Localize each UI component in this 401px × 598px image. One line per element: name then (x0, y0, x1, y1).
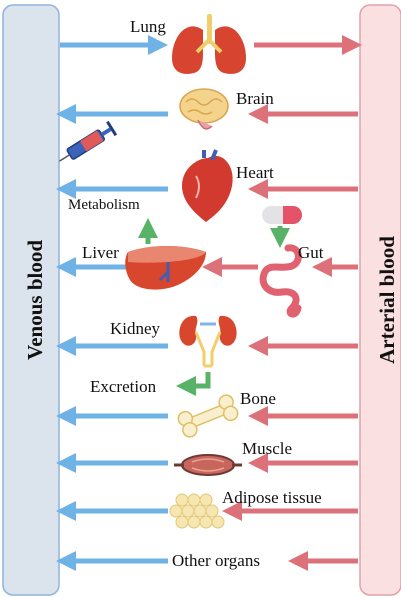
excretion-label: Excretion (90, 378, 156, 395)
kidney-label: Kidney (110, 320, 160, 337)
gut-label: Gut (298, 244, 324, 261)
metabolism-label: Metabolism (68, 198, 140, 213)
bone-icon (176, 393, 240, 439)
adipose-icon (170, 494, 224, 528)
arterial-blood-label: Arterial blood (375, 236, 399, 364)
adipose-label: Adipose tissue (222, 489, 322, 506)
heart-icon (182, 150, 233, 222)
venous-blood-label: Venous blood (23, 240, 47, 360)
muscle-icon (174, 455, 242, 475)
pill-icon (262, 206, 302, 224)
arrow-kidney-to-excretion (186, 372, 208, 386)
kidney-icon (179, 316, 236, 366)
gut-icon (263, 248, 298, 314)
lung-icon (172, 14, 246, 74)
other-organs-label: Other organs (172, 552, 260, 569)
liver-label: Liver (82, 244, 119, 261)
venous-arrows (60, 45, 168, 561)
heart-label: Heart (236, 164, 274, 181)
brain-icon (180, 89, 228, 129)
muscle-label: Muscle (242, 440, 292, 457)
liver-icon (125, 246, 206, 290)
arterial-arrows (212, 45, 358, 561)
bone-label: Bone (240, 390, 276, 407)
syringe-icon (55, 121, 117, 168)
lung-label: Lung (130, 18, 166, 35)
brain-label: Brain (236, 90, 274, 107)
